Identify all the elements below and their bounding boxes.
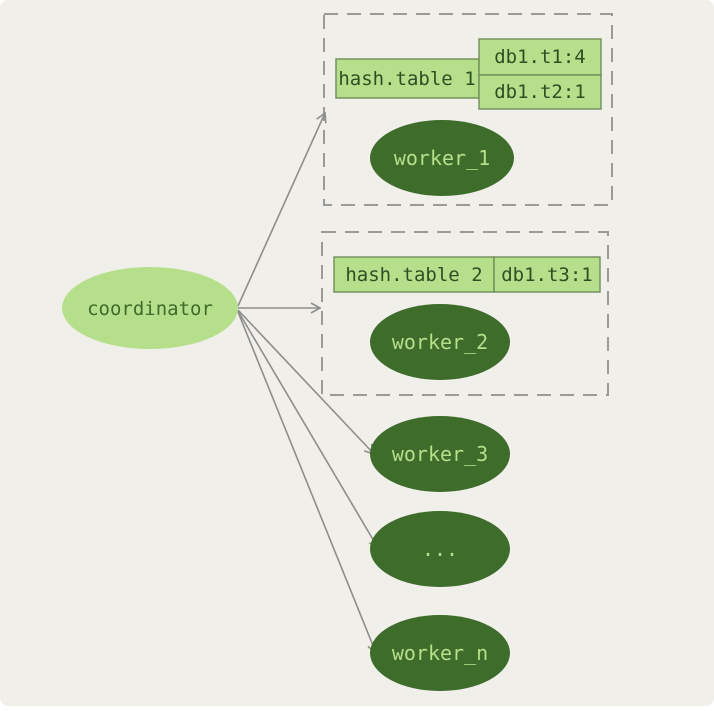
- worker-2-label: worker_2: [392, 330, 488, 354]
- arrow-to-worker-n: [237, 311, 379, 655]
- worker-node-3: worker_3: [370, 416, 510, 492]
- worker-2-ellipse: [370, 304, 510, 380]
- hash-table-2-entry-cell-1: [493, 256, 601, 293]
- hash-table-2-entry-1: db1.t3:1: [501, 264, 593, 286]
- coordinator-node: coordinator: [62, 267, 238, 349]
- hash-table-2-label: hash.table 2: [345, 264, 482, 286]
- worker-node-n: worker_n: [370, 615, 510, 691]
- arrow-to-worker-3: [237, 309, 376, 456]
- worker-3-label: worker_3: [392, 442, 488, 466]
- hash-table-1: hash.table 1 db1.t1:4 db1.t2:1: [335, 38, 602, 110]
- hash-table-1-entry-cell-2: [478, 74, 602, 110]
- coordinator-label: coordinator: [87, 298, 213, 320]
- worker-dots-ellipse: [370, 511, 510, 587]
- worker-node-1: worker_1: [370, 120, 514, 196]
- hash-table-1-entry-2: db1.t2:1: [494, 81, 586, 103]
- worker-node-2: worker_2: [370, 304, 510, 380]
- hash-table-1-label: hash.table 1: [338, 68, 475, 90]
- hash-table-2: hash.table 2 db1.t3:1: [333, 256, 601, 293]
- arrow-to-group-1: [237, 111, 327, 307]
- hash-table-1-entry-1: db1.t1:4: [494, 46, 586, 68]
- worker-1-label: worker_1: [394, 146, 490, 170]
- worker-3-ellipse: [370, 416, 510, 492]
- group-box-1: [323, 13, 613, 206]
- group-box-2: [321, 231, 609, 396]
- worker-n-label: worker_n: [392, 641, 488, 665]
- worker-node-dots: ...: [370, 511, 510, 587]
- arrow-to-worker-dots: [237, 310, 379, 550]
- worker-n-ellipse: [370, 615, 510, 691]
- worker-1-ellipse: [370, 120, 514, 196]
- coordinator-ellipse: [62, 267, 238, 349]
- worker-dots-label: ...: [422, 537, 458, 561]
